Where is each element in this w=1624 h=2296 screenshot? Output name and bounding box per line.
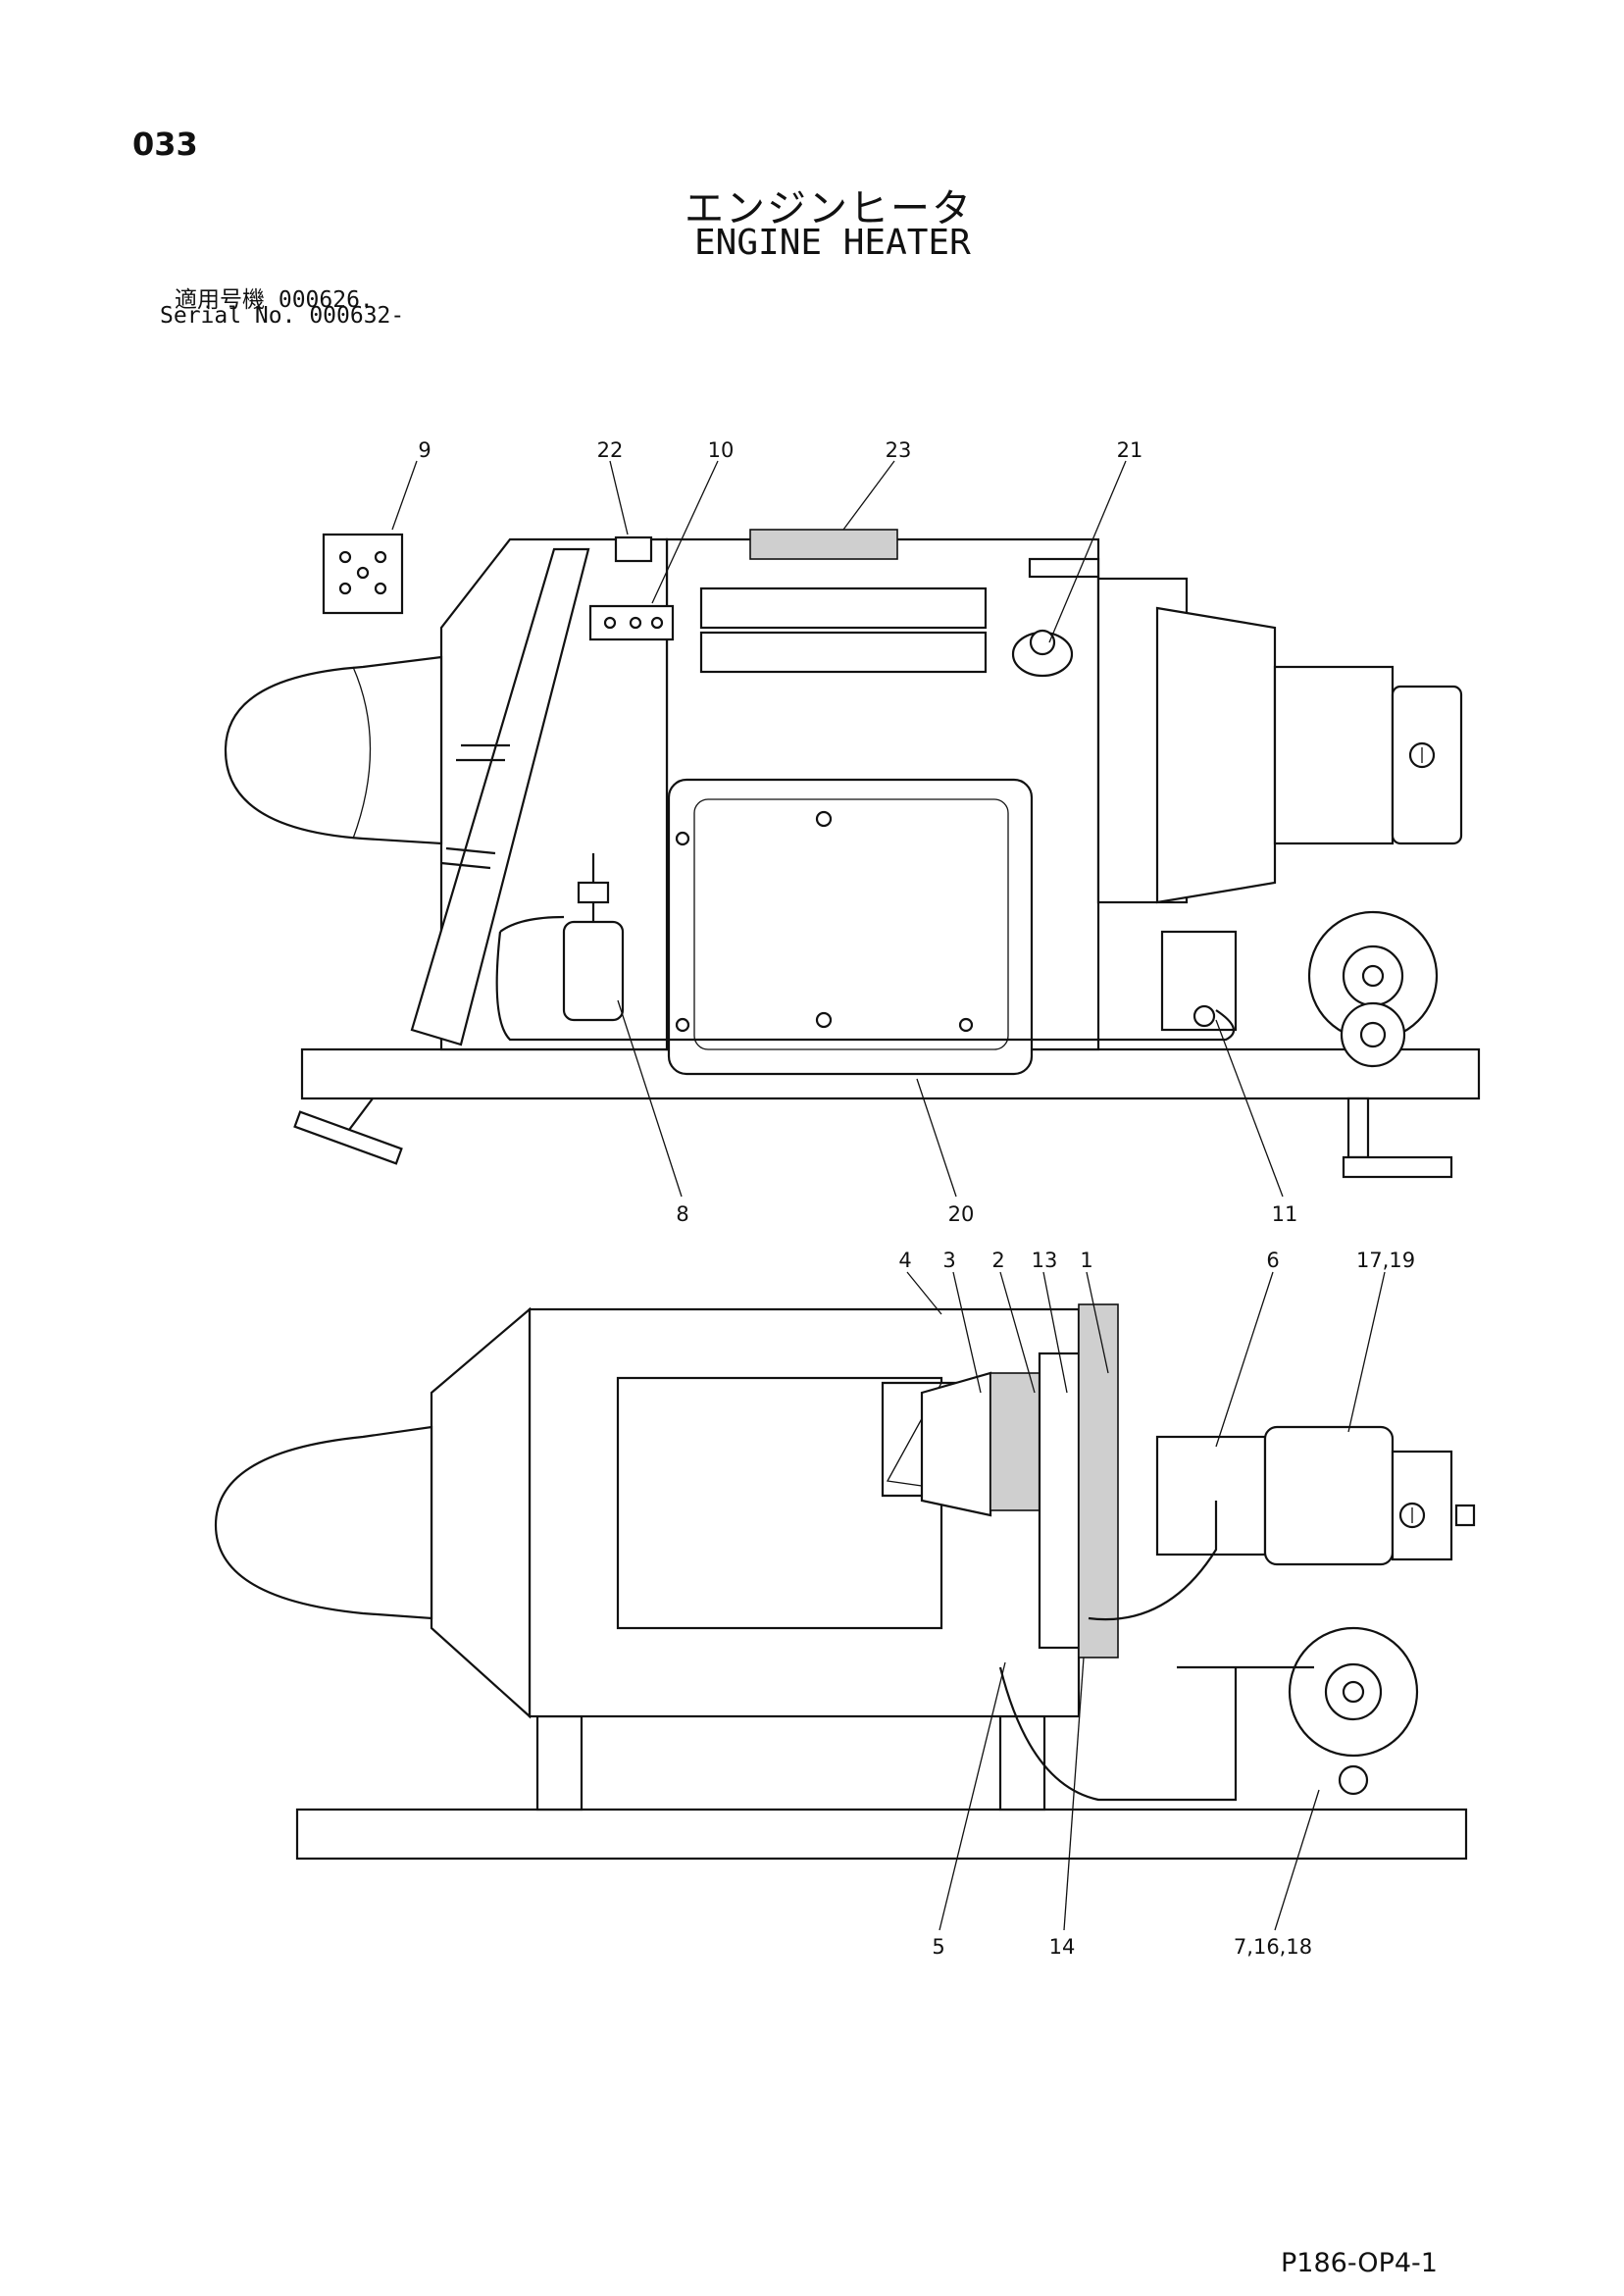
- filter-8-top: [562, 920, 625, 1022]
- document-code: P186-OP4-1: [1281, 2248, 1438, 2278]
- cover-plate-top: [667, 778, 1034, 1076]
- callout-21: 21: [1117, 438, 1143, 462]
- callout-7-16-18: 7,16,18: [1234, 1935, 1312, 1959]
- top-view: [224, 529, 1481, 1179]
- callout-20: 20: [948, 1202, 975, 1226]
- callout-10: 10: [708, 438, 735, 462]
- callout-23: 23: [886, 438, 912, 462]
- cover-plate-inner: [693, 798, 1009, 1050]
- page-number: 033: [132, 126, 198, 163]
- callout-11: 11: [1272, 1202, 1298, 1226]
- leader-lines: [391, 460, 1386, 1931]
- callout-6: 6: [1266, 1249, 1279, 1272]
- callout-3: 3: [942, 1249, 955, 1272]
- base-rail-bottom: [295, 1808, 1468, 1861]
- exhaust-pipe-top: [410, 547, 590, 1046]
- serial-japanese: 適用号機 000626.: [175, 287, 374, 313]
- callout-5: 5: [932, 1935, 944, 1959]
- box-9-top: [322, 533, 404, 615]
- serial-english: Serial No. 000632-: [160, 303, 405, 329]
- bottom-view: [214, 1303, 1476, 1861]
- callout-4: 4: [898, 1249, 911, 1272]
- callout-8: 8: [676, 1202, 688, 1226]
- air-cleaner-dome-top: [224, 655, 443, 845]
- callout-22: 22: [597, 438, 624, 462]
- title-english: ENGINE HEATER: [694, 223, 971, 263]
- callout-labels: 9 22 10 23 21 8 20 11 4 3 2 13 1 6 17,19…: [418, 438, 1415, 1959]
- callout-14: 14: [1049, 1935, 1076, 1959]
- air-cleaner-dome-bottom: [214, 1425, 433, 1620]
- callout-9: 9: [418, 438, 431, 462]
- title-japanese: エンジンヒータ: [685, 186, 973, 231]
- callout-2: 2: [991, 1249, 1004, 1272]
- callout-1: 1: [1080, 1249, 1092, 1272]
- motor-bottom: [1263, 1425, 1395, 1566]
- callout-13: 13: [1032, 1249, 1058, 1272]
- callout-17-19: 17,19: [1356, 1249, 1415, 1272]
